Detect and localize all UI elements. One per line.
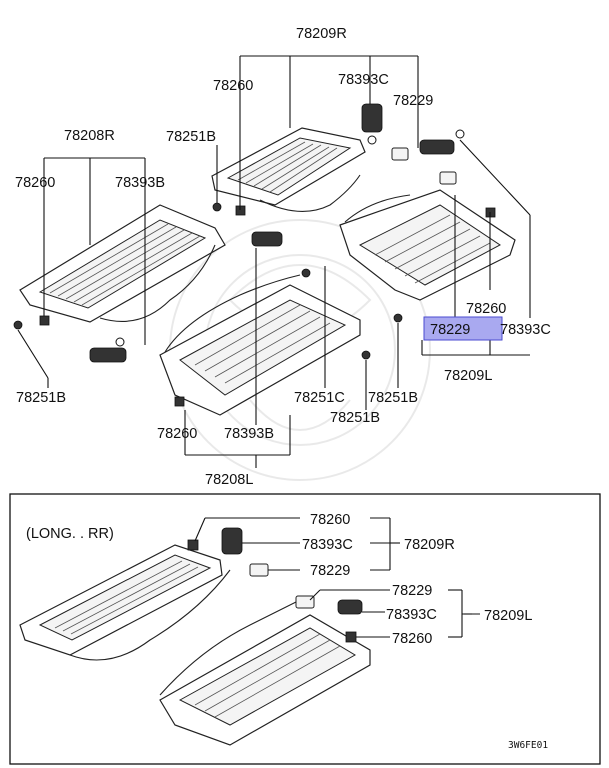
- inset-label-78260-a: 78260: [310, 512, 350, 528]
- label-78260-a: 78260: [213, 78, 253, 94]
- motor-78393C-right: [419, 129, 465, 155]
- inset-label-78229-b: 78229: [392, 583, 432, 599]
- reference-code: 3W6FE01: [508, 740, 548, 751]
- inset-frame: [9, 493, 601, 765]
- inset-tray-right: [19, 544, 231, 661]
- motor-78393C-top: [361, 103, 383, 145]
- label-78393B-a: 78393B: [115, 175, 165, 191]
- label-78229-a: 78229: [393, 93, 433, 109]
- inset-tray-left: [159, 599, 371, 746]
- label-78251C: 78251C: [294, 390, 345, 406]
- label-78393C-a: 78393C: [338, 72, 389, 88]
- label-long-rr: (LONG. . RR): [26, 526, 114, 542]
- label-78208L: 78208L: [205, 472, 253, 488]
- tray-78209R: [211, 127, 366, 212]
- tray-78208R: [19, 204, 226, 323]
- inset-label-78260-b: 78260: [392, 631, 432, 647]
- inset-small-parts: [187, 527, 363, 643]
- label-78393C-b: 78393C: [500, 322, 551, 338]
- label-78208R: 78208R: [64, 128, 115, 144]
- motor-78393B-left: [89, 337, 127, 363]
- inset-label-78209R: 78209R: [404, 537, 455, 553]
- leader-lines-top: [17, 55, 531, 468]
- label-78251B-c: 78251B: [368, 390, 418, 406]
- highlight-78229: [423, 316, 503, 341]
- tray-78208L: [159, 274, 361, 416]
- clip-78229-right: [439, 171, 457, 185]
- inset-label-78229-a: 78229: [310, 563, 350, 579]
- label-78260-b: 78260: [15, 175, 55, 191]
- inset-label-78393C-b: 78393C: [386, 607, 437, 623]
- label-78260-d: 78260: [157, 426, 197, 442]
- inset-label-78209L: 78209L: [484, 608, 532, 624]
- label-78229-highlight: 78229: [430, 322, 470, 338]
- inset-label-78393C-a: 78393C: [302, 537, 353, 553]
- leader-lines-inset: [194, 517, 480, 638]
- label-78251B-a: 78251B: [166, 129, 216, 145]
- label-78209L-top: 78209L: [444, 368, 492, 384]
- label-78209R-top: 78209R: [296, 26, 347, 42]
- clip-78229-top: [391, 147, 409, 161]
- tray-78209L: [339, 189, 516, 301]
- label-78251B-d: 78251B: [330, 410, 380, 426]
- label-78251B-b: 78251B: [16, 390, 66, 406]
- label-78260-c: 78260: [466, 301, 506, 317]
- label-78393B-b: 78393B: [224, 426, 274, 442]
- motor-78393B-mid: [251, 231, 283, 247]
